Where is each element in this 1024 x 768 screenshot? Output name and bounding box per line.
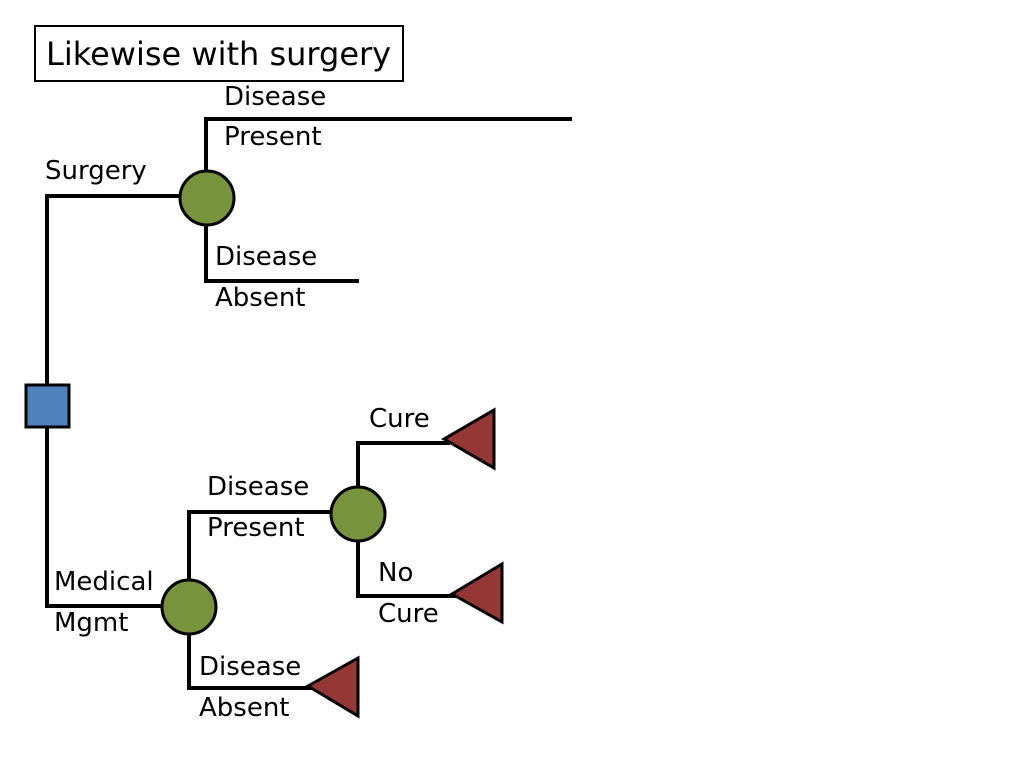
label-surgery: Surgery	[45, 156, 147, 186]
label-surgery-absent-2: Absent	[215, 283, 306, 313]
label-no-cure-2: Cure	[378, 599, 439, 629]
label-surgery-present-2: Present	[224, 122, 322, 152]
chance-node-disease-present	[329, 485, 387, 543]
decision-node	[24, 383, 71, 429]
terminal-node-cure	[441, 407, 496, 471]
label-surgery-absent-1: Disease	[215, 242, 318, 272]
chance-node-surgery	[178, 169, 236, 227]
label-cure: Cure	[369, 404, 430, 434]
label-medical-present-1: Disease	[207, 472, 310, 502]
terminal-node-medical-absent	[305, 655, 360, 719]
label-medical-absent-1: Disease	[199, 652, 302, 682]
label-no-cure-1: No	[378, 558, 414, 588]
terminal-node-no-cure	[449, 561, 504, 625]
chance-node-medical	[160, 578, 218, 636]
label-medical-absent-2: Absent	[199, 693, 290, 723]
label-medical-1: Medical	[54, 567, 154, 597]
slide-title-box: Likewise with surgery	[34, 25, 404, 82]
label-medical-2: Mgmt	[54, 608, 129, 638]
label-surgery-present-1: Disease	[224, 82, 327, 112]
label-medical-present-2: Present	[207, 513, 305, 543]
slide-title: Likewise with surgery	[46, 35, 392, 73]
